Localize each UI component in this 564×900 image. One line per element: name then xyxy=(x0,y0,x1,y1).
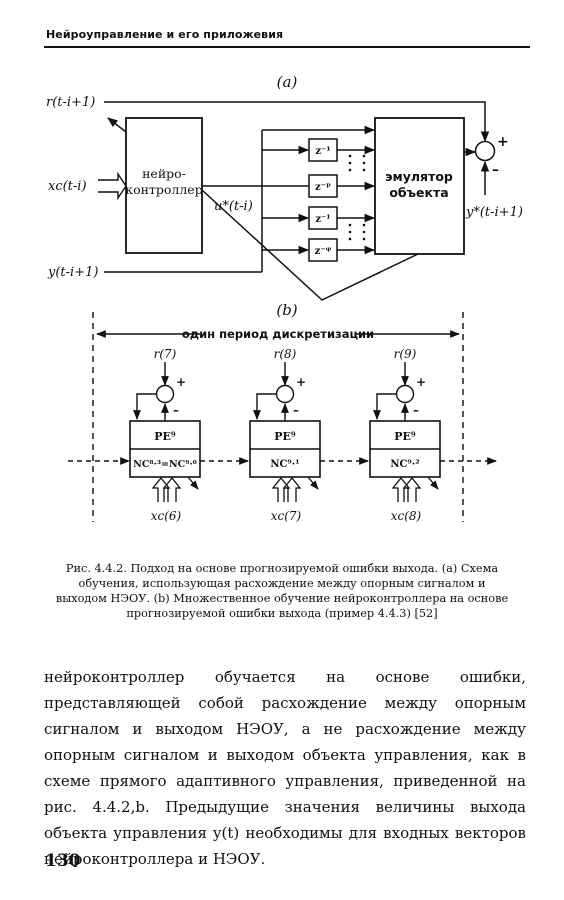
stage-3-nc-label: NC⁹·² xyxy=(390,459,419,470)
running-head: Нейроуправление и его приложевия xyxy=(46,28,284,41)
figure-caption: Рис. 4.4.2. Подход на основе прогнозируе… xyxy=(55,562,509,620)
stage-2-pe-label: PE⁹ xyxy=(274,430,296,443)
figure-4-4-2: (a) r(t-i+1) нейро- контроллер xc(t-i) y… xyxy=(46,73,523,523)
stage-3-summing-junction xyxy=(395,384,415,404)
input-xc-label: xc(t-i) xyxy=(48,179,87,194)
input-y-label: y(t-i+1) xyxy=(47,265,98,280)
stage-2-nc-label: NC⁹·¹ xyxy=(270,459,299,470)
y-star-label: y*(t-i+1) xyxy=(465,205,523,220)
object-emulator-box xyxy=(374,117,465,255)
body-paragraph: нейроконтроллер обучается на основе ошиб… xyxy=(44,668,526,868)
svg-text:–: – xyxy=(173,403,179,417)
junction-plus-sign: + xyxy=(497,134,509,150)
training-stage-3: r(9) + – PE⁹ NC⁹·² xc(8) xyxy=(369,347,441,523)
error-backprop-line xyxy=(201,189,419,301)
controller-label-line2: контроллер xyxy=(125,182,202,197)
svg-text:–: – xyxy=(413,403,419,417)
stage-3-r-label: r(9) xyxy=(394,347,417,361)
stage-2-summing-junction xyxy=(275,384,295,404)
training-stage-1: r(7) + – PE⁹ NC⁸·³=NC⁹·⁰ xc(6) xyxy=(129,347,201,523)
stage-1-summing-junction xyxy=(155,384,175,404)
controller-adjust-arrow xyxy=(107,117,127,133)
summing-junction-a xyxy=(474,140,496,162)
panel-b-label: (b) xyxy=(276,301,297,319)
training-stage-2: r(8) + – PE⁹ NC⁹·¹ xc(7) xyxy=(249,347,321,523)
stage-2-r-label: r(8) xyxy=(274,347,297,361)
page-number: 130 xyxy=(45,851,81,871)
input-r-label: r(t-i+1) xyxy=(46,95,95,110)
stage-2-input-arrow xyxy=(271,476,291,502)
stage-1-xc-label: xc(6) xyxy=(151,509,182,523)
delay-ellipsis xyxy=(348,154,366,241)
xc-input-arrow xyxy=(98,171,127,201)
delay-block-1: z⁻¹ xyxy=(308,138,376,162)
stage-1-pe-label: PE⁹ xyxy=(154,430,176,443)
svg-text:z⁻¹: z⁻¹ xyxy=(315,214,330,225)
svg-text:z⁻¹: z⁻¹ xyxy=(315,146,330,157)
svg-text:z⁻ᵠ: z⁻ᵠ xyxy=(315,246,332,257)
neuro-controller-box xyxy=(125,117,203,254)
svg-text:–: – xyxy=(293,403,299,417)
period-label: один период дискретизации xyxy=(182,327,374,341)
stage-2-xc-label: xc(7) xyxy=(271,509,302,523)
stage-3-pe-label: PE⁹ xyxy=(394,430,416,443)
stage-3-input-arrow xyxy=(391,476,411,502)
svg-text:+: + xyxy=(416,375,426,389)
reference-signal-line xyxy=(104,101,490,143)
controller-label-line1: нейро- xyxy=(142,166,186,181)
stage-1-nc-label: NC⁸·³=NC⁹·⁰ xyxy=(133,459,197,470)
stage-3-xc-label: xc(8) xyxy=(391,509,422,523)
junction-minus-sign: – xyxy=(492,162,499,178)
panel-b: (b) один период дискретизации r(7) + – P… xyxy=(68,301,497,523)
emulator-label-line2: объекта xyxy=(389,185,448,200)
header-rule xyxy=(44,46,530,48)
delay-block-3: z⁻¹ xyxy=(308,206,376,230)
stage-1-input-arrow xyxy=(151,476,171,502)
panel-a-label: (a) xyxy=(277,73,298,91)
svg-text:+: + xyxy=(176,375,186,389)
stage-1-r-label: r(7) xyxy=(154,347,177,361)
emulator-label-line1: эмулятор xyxy=(385,169,453,184)
svg-text:+: + xyxy=(296,375,306,389)
panel-a: (a) r(t-i+1) нейро- контроллер xc(t-i) y… xyxy=(46,73,523,301)
delay-block-4: z⁻ᵠ xyxy=(308,238,376,262)
delay-block-2: z⁻ᵖ xyxy=(308,174,338,198)
svg-text:z⁻ᵖ: z⁻ᵖ xyxy=(315,182,331,193)
